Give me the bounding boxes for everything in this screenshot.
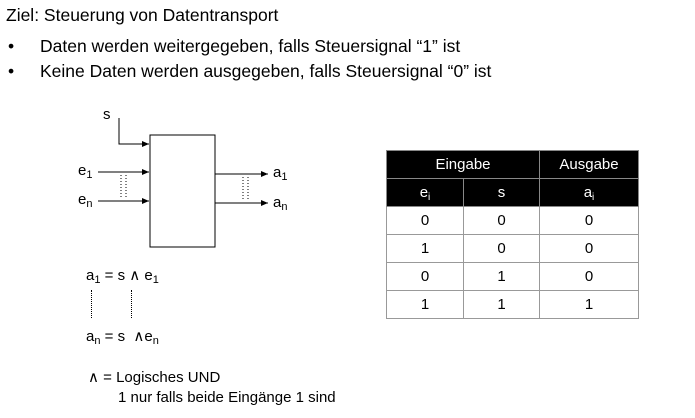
bullet-text: Daten werden weitergegeben, falls Steuer…	[40, 36, 461, 56]
column-header-s: s	[463, 178, 540, 207]
truth-table-group-header-row: Eingabe Ausgabe	[386, 150, 639, 179]
table-row: 1 0 0	[386, 234, 639, 263]
group-header-input: Eingabe	[386, 150, 540, 179]
bullet-marker: •	[8, 36, 15, 56]
table-row: 1 1 1	[386, 290, 639, 319]
legend-and-explanation: 1 nur falls beide Eingänge 1 sind	[118, 389, 336, 406]
table-cell: 0	[386, 206, 464, 235]
output-label-1: a1	[273, 164, 288, 183]
formula-ellipsis-left	[91, 290, 92, 318]
table-cell: 0	[386, 262, 464, 291]
bullet-marker: •	[8, 61, 15, 81]
table-cell: 0	[463, 234, 540, 263]
column-header-ei: ei	[386, 178, 464, 207]
truth-table: Eingabe Ausgabe ei s ai 0 0 0 1 0 0 0 1 …	[386, 150, 639, 319]
formula-n: an = s ∧en	[86, 328, 159, 347]
bullet-item-1: • Daten werden weitergegeben, falls Steue…	[8, 36, 460, 57]
table-cell: 0	[539, 262, 639, 291]
control-label: s	[103, 106, 111, 123]
control-line	[118, 118, 149, 147]
table-row: 0 1 0	[386, 262, 639, 291]
bullet-text: Keine Daten werden ausgegeben, falls Ste…	[40, 61, 492, 81]
truth-table-column-header-row: ei s ai	[386, 178, 639, 207]
table-cell: 1	[539, 290, 639, 319]
formula-1: a1 = s ∧ e1	[86, 267, 159, 286]
slide-title: Ziel: Steuerung von Datentransport	[6, 5, 279, 25]
table-cell: 0	[539, 234, 639, 263]
table-cell: 0	[539, 206, 639, 235]
input-label-1: e1	[78, 162, 93, 181]
table-row: 0 0 0	[386, 206, 639, 235]
table-cell: 1	[386, 234, 464, 263]
output-label-n: an	[273, 194, 288, 213]
table-cell: 1	[463, 262, 540, 291]
gate-box	[149, 134, 216, 248]
group-header-output: Ausgabe	[539, 150, 639, 179]
legend-and-definition: ∧ = Logisches UND	[88, 369, 221, 386]
formula-ellipsis-right	[131, 290, 132, 318]
table-cell: 1	[463, 290, 540, 319]
bullet-item-2: • Keine Daten werden ausgegeben, falls St…	[8, 61, 491, 82]
table-cell: 0	[463, 206, 540, 235]
column-header-ai: ai	[539, 178, 639, 207]
table-cell: 1	[386, 290, 464, 319]
input-label-n: en	[78, 191, 93, 210]
